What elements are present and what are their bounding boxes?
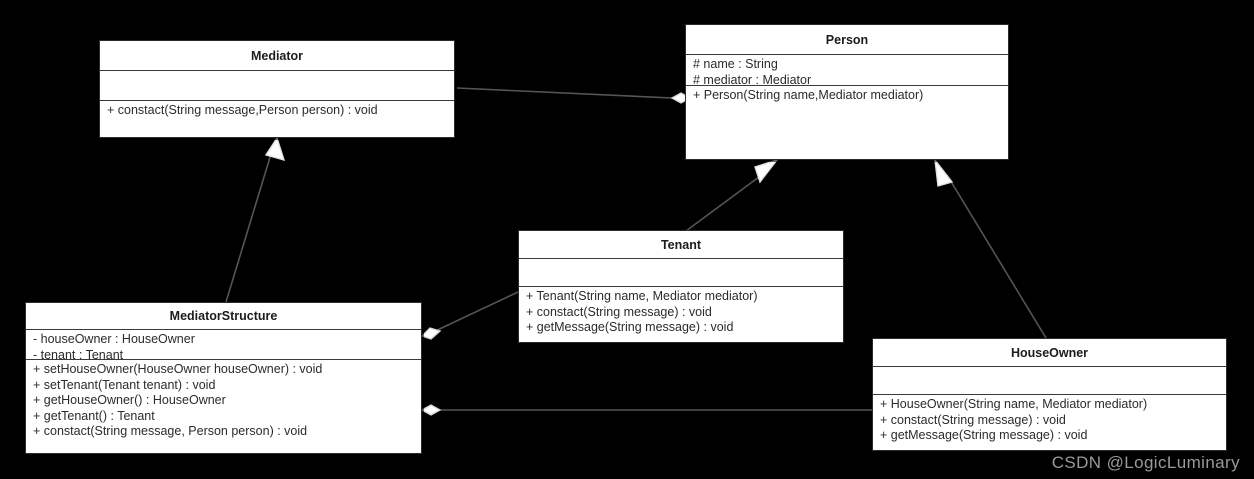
- class-operations-mediator: + constact(String message,Person person)…: [100, 101, 454, 138]
- class-name-person: Person: [686, 25, 1008, 55]
- class-attributes-houseowner: [873, 367, 1226, 395]
- operation-item: + constact(String message) : void: [526, 304, 712, 319]
- class-name-tenant: Tenant: [519, 231, 843, 259]
- class-operations-mediatorstructure: + setHouseOwner(HouseOwner houseOwner) :…: [26, 360, 421, 453]
- attribute-item: - houseOwner : HouseOwner: [33, 332, 195, 346]
- class-operations-tenant: + Tenant(String name, Mediator mediator)…: [519, 287, 843, 342]
- class-box-houseowner[interactable]: HouseOwner + HouseOwner(String name, Med…: [872, 338, 1227, 451]
- class-operations-person: + Person(String name,Mediator mediator): [686, 86, 1008, 159]
- watermark-text: CSDN @LogicLuminary: [1051, 453, 1240, 472]
- operation-item: + constact(String message,Person person)…: [107, 103, 378, 117]
- attribute-item: # mediator : Mediator: [693, 72, 812, 86]
- class-box-mediator[interactable]: Mediator + constact(String message,Perso…: [99, 40, 455, 138]
- class-name-mediator: Mediator: [100, 41, 454, 71]
- operation-item: + setTenant(Tenant tenant) : void: [33, 377, 216, 392]
- class-operations-houseowner: + HouseOwner(String name, Mediator media…: [873, 395, 1226, 450]
- link-houseowner-person: [934, 157, 1047, 339]
- class-attributes-tenant: [519, 259, 843, 287]
- class-box-mediatorstructure[interactable]: MediatorStructure - houseOwner : HouseOw…: [25, 302, 422, 454]
- operation-item: + HouseOwner(String name, Mediator media…: [880, 397, 1148, 411]
- link-tenant-person: [685, 158, 779, 232]
- operation-item: + getHouseOwner() : HouseOwner: [33, 393, 226, 407]
- operation-item: + constact(String message, Person person…: [33, 424, 308, 438]
- operation-item: + Person(String name,Mediator mediator): [693, 88, 924, 102]
- operation-item: + getTenant() : Tenant: [33, 408, 155, 423]
- class-attributes-mediator: [100, 71, 454, 101]
- class-attributes-person: # name : String # mediator : Mediator: [686, 55, 1008, 86]
- attribute-item: - tenant : Tenant: [33, 347, 124, 360]
- class-attributes-mediatorstructure: - houseOwner : HouseOwner - tenant : Ten…: [26, 330, 421, 360]
- class-box-person[interactable]: Person # name : String # mediator : Medi…: [685, 24, 1009, 160]
- link-mediatorstructure-tenant: [420, 291, 519, 340]
- link-mediator-person: [456, 87, 692, 104]
- link-mediatorstructure-mediator: [225, 136, 286, 303]
- class-name-mediatorstructure: MediatorStructure: [26, 303, 421, 330]
- class-name-houseowner: HouseOwner: [873, 339, 1226, 367]
- attribute-item: # name : String: [693, 57, 778, 71]
- operation-item: + constact(String message) : void: [880, 412, 1066, 427]
- operation-item: + getMessage(String message) : void: [526, 320, 734, 334]
- operation-item: + getMessage(String message) : void: [880, 428, 1088, 442]
- operation-item: + Tenant(String name, Mediator mediator): [526, 289, 758, 303]
- link-mediatorstructure-houseowner: [420, 404, 872, 416]
- operation-item: + setHouseOwner(HouseOwner houseOwner) :…: [33, 362, 323, 376]
- class-box-tenant[interactable]: Tenant + Tenant(String name, Mediator me…: [518, 230, 844, 343]
